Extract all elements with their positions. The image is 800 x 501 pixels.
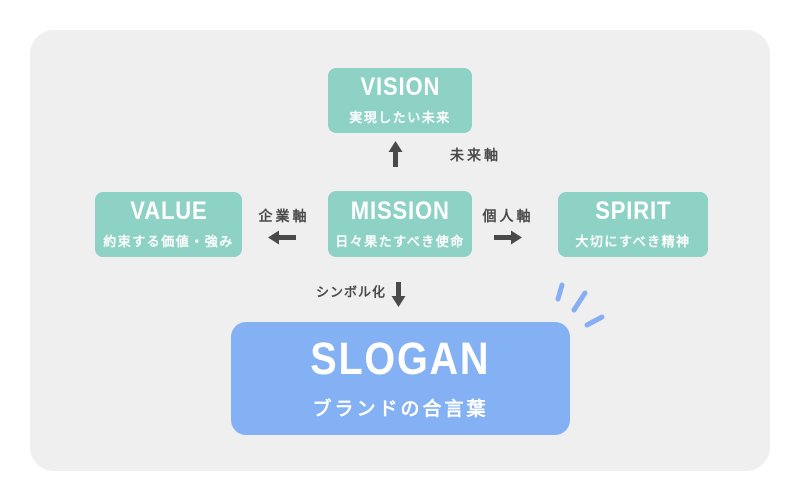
down-arrow-icon — [391, 282, 406, 307]
spirit-title: SPIRIT — [594, 197, 672, 225]
vision-subtitle: 実現したい未来 — [349, 110, 451, 125]
spirit-box: SPIRIT 大切にすべき精神 — [558, 192, 708, 257]
future-axis-label: 未来軸 — [450, 147, 501, 163]
vision-title: VISION — [360, 73, 440, 101]
mission-subtitle: 日々果たすべき使命 — [335, 233, 465, 249]
corporate-axis-label: 企業軸 — [258, 208, 310, 224]
personal-axis-label: 個人軸 — [482, 208, 534, 224]
value-title: VALUE — [129, 197, 208, 225]
sparkle-icon — [555, 282, 605, 328]
vision-box: VISION 実現したい未来 — [328, 68, 472, 133]
slogan-title: SLOGAN — [310, 333, 491, 384]
value-subtitle: 約束する価値・強み — [103, 234, 234, 249]
left-arrow-icon — [268, 230, 296, 245]
diagram-panel: VISION 実現したい未来 未来軸 VALUE 約束する価値・強み 企業軸 M… — [30, 30, 770, 471]
slogan-box: SLOGAN ブランドの合言葉 — [231, 322, 570, 435]
mission-box: MISSION 日々果たすべき使命 — [328, 191, 472, 257]
spirit-subtitle: 大切にすべき精神 — [575, 234, 691, 249]
up-arrow-icon — [388, 141, 403, 167]
value-box: VALUE 約束する価値・強み — [95, 192, 242, 257]
mission-title: MISSION — [350, 196, 450, 225]
right-arrow-icon — [494, 230, 522, 245]
symbolize-label: シンボル化 — [315, 284, 387, 300]
slogan-subtitle: ブランドの合言葉 — [312, 399, 489, 420]
